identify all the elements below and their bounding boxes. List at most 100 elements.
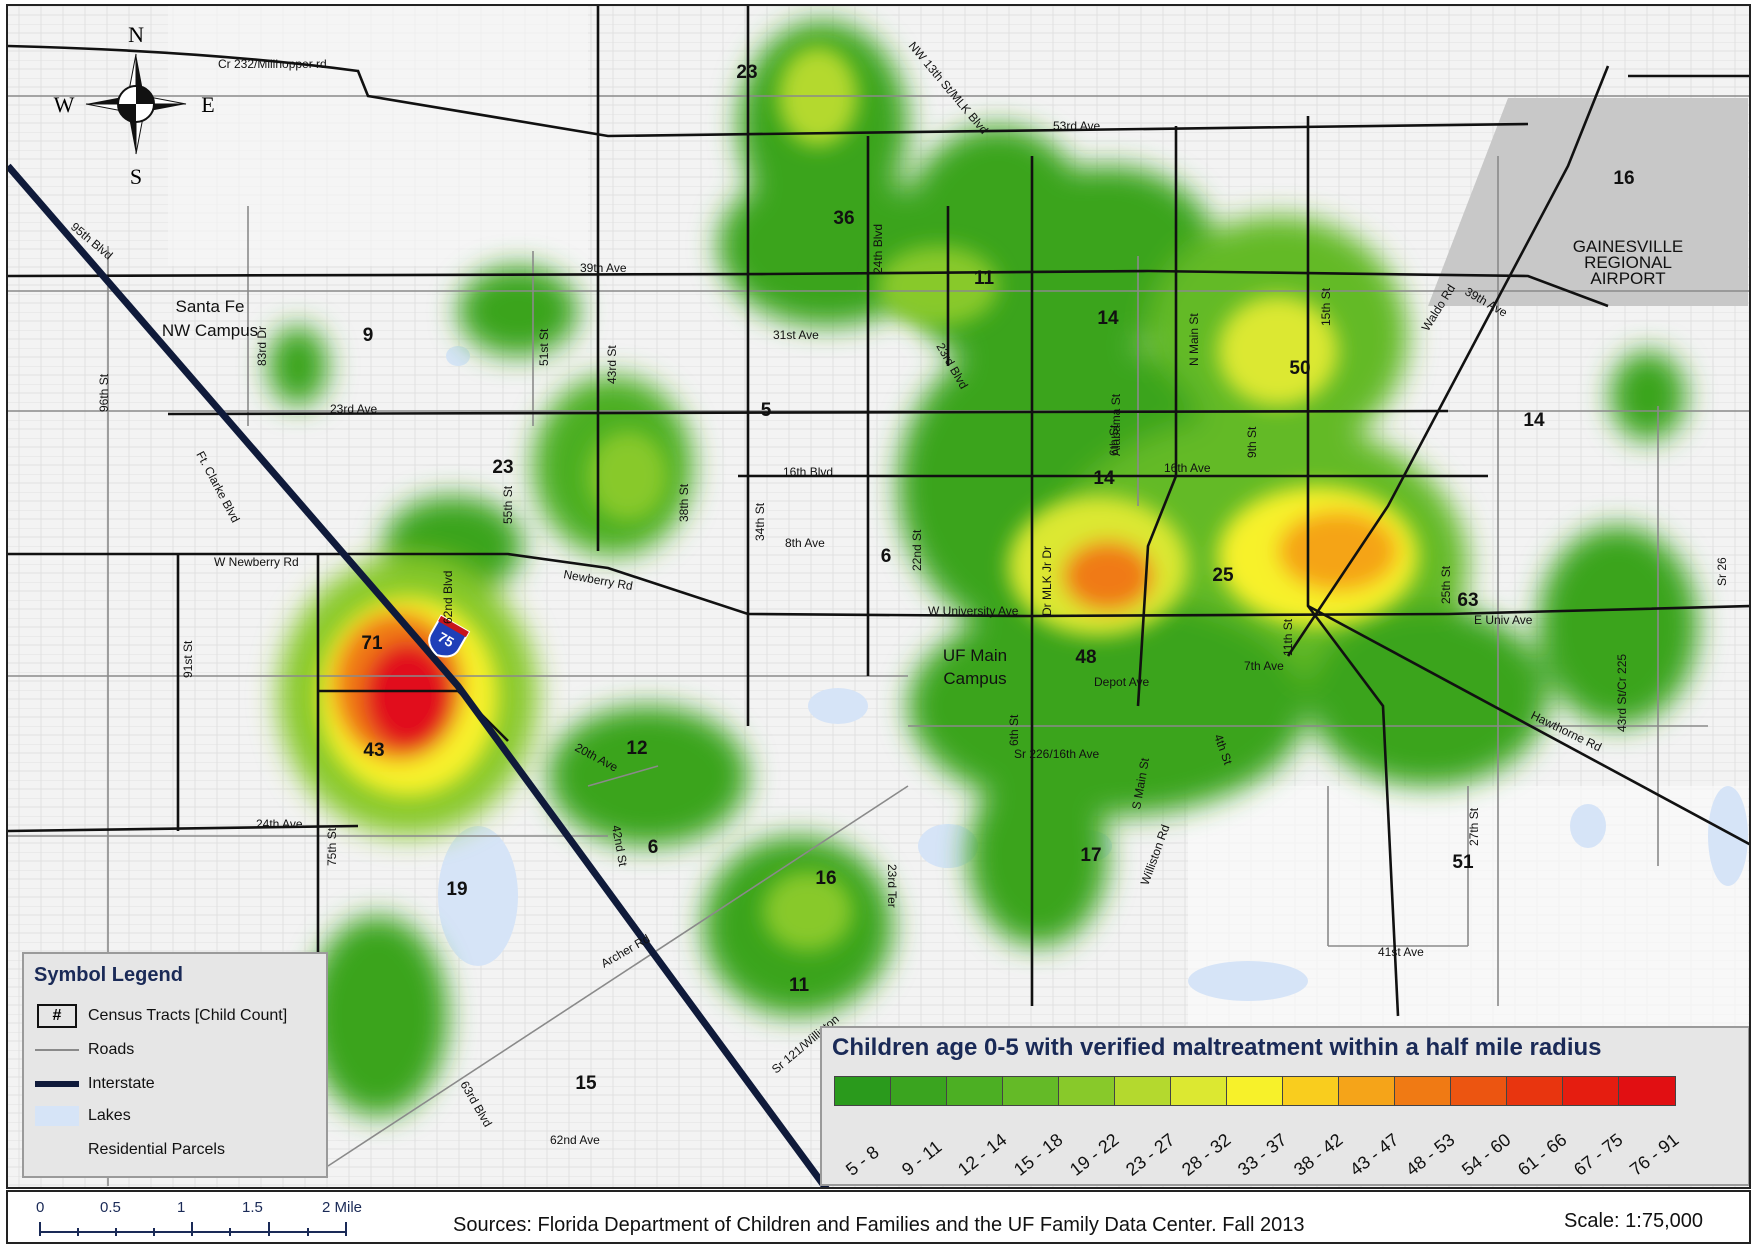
tract-count[interactable]: 71 (361, 633, 383, 654)
road-label: 43rd St (605, 345, 619, 384)
road-label: 31st Ave (773, 328, 819, 342)
legend-label: Lakes (88, 1107, 131, 1124)
heatmap-class-label: 38 - 42 (1290, 1129, 1347, 1180)
heatmap-class-label: 23 - 27 (1122, 1129, 1179, 1180)
map-canvas[interactable]: 75 N S W E Santa Fe NW Campus UF Main Ca… (8, 6, 1751, 1189)
heatmap-swatch (1003, 1077, 1059, 1105)
tract-count[interactable]: 16 (815, 868, 836, 889)
tract-count[interactable]: 14 (1523, 410, 1545, 431)
road-label: 16th Blvd (783, 465, 833, 479)
heatmap-swatch (1059, 1077, 1115, 1105)
heatmap-legend-title: Children age 0-5 with verified maltreatm… (832, 1034, 1602, 1061)
symbol-legend: Symbol Legend # Census Tracts [Child Cou… (22, 952, 328, 1178)
legend-label: Interstate (88, 1075, 155, 1092)
tract-count-labels: 23 9 36 11 14 50 16 14 5 23 14 6 25 63 7… (361, 62, 1634, 1094)
interstate-line-icon (35, 1081, 79, 1087)
tract-count[interactable]: 6 (881, 546, 892, 567)
compass-west: W (54, 92, 75, 117)
tract-count[interactable]: 63 (1457, 590, 1478, 611)
legend-item-census-tracts: # Census Tracts [Child Count] (34, 1002, 287, 1030)
heatmap-class-label: 61 - 66 (1514, 1129, 1571, 1180)
parcel-swatch-icon (35, 1140, 79, 1160)
heatmap-swatch (947, 1077, 1003, 1105)
road-label: 22nd St (910, 529, 924, 571)
tract-count[interactable]: 16 (1613, 168, 1634, 189)
road-label: W Newberry Rd (214, 555, 299, 569)
heatmap-class-label: 48 - 53 (1402, 1129, 1459, 1180)
tract-count[interactable]: 48 (1075, 647, 1096, 668)
heatmap-swatch (835, 1077, 891, 1105)
legend-item-interstate: Interstate (34, 1070, 155, 1098)
scale-tick: 0 (36, 1199, 44, 1216)
road-label: 23rd Ter (885, 864, 899, 908)
heatmap-class-label: 9 - 11 (898, 1136, 946, 1180)
tract-count[interactable]: 23 (492, 457, 513, 478)
place-airport-3: AIRPORT (1590, 269, 1665, 288)
road-label: 9th St (1245, 426, 1259, 458)
tract-count[interactable]: 50 (1289, 358, 1310, 379)
road-label: 23rd Ave (330, 402, 377, 416)
heatmap-class-label: 5 - 8 (842, 1141, 883, 1180)
heatmap-layer (268, 21, 1698, 1116)
tract-count[interactable]: 17 (1080, 845, 1101, 866)
tract-count[interactable]: 51 (1452, 852, 1474, 873)
heatmap-class-label: 54 - 60 (1458, 1129, 1515, 1180)
heatmap-class-label: 67 - 75 (1570, 1129, 1627, 1180)
road-label: Dr MLK Jr Dr (1040, 546, 1054, 616)
place-santa-fe: Santa Fe (176, 297, 245, 316)
tract-count[interactable]: 6 (648, 837, 659, 858)
place-airport-1: GAINESVILLE (1573, 237, 1684, 256)
road-label: 53rd Ave (1053, 119, 1100, 133)
tract-count[interactable]: 14 (1097, 308, 1119, 329)
tract-count[interactable]: 5 (761, 400, 772, 421)
heatmap-legend: Children age 0-5 with verified maltreatm… (820, 1026, 1749, 1186)
tract-count[interactable]: 36 (833, 208, 854, 229)
road-label: N Main St (1187, 313, 1201, 366)
tract-count[interactable]: 25 (1212, 565, 1234, 586)
scale-tick: 1.5 (242, 1199, 263, 1216)
place-nw-campus: NW Campus (162, 321, 258, 340)
tract-count[interactable]: 14 (1093, 468, 1115, 489)
legend-item-lakes: Lakes (34, 1102, 131, 1130)
tract-count[interactable]: 23 (736, 62, 757, 83)
road-label: Depot Ave (1094, 675, 1149, 689)
road-label: 8th Ave (785, 536, 825, 550)
legend-title: Symbol Legend (34, 964, 183, 986)
heatmap-class-label: 12 - 14 (954, 1129, 1011, 1180)
tract-count[interactable]: 9 (363, 325, 374, 346)
heatmap-swatch (1451, 1077, 1507, 1105)
heatmap-swatch (1171, 1077, 1227, 1105)
road-label: 39th Ave (580, 261, 627, 275)
census-tract-boundaries (8, 6, 1749, 1156)
road-label: 38th St (677, 483, 691, 522)
tract-count[interactable]: 43 (363, 740, 384, 761)
legend-label: Census Tracts [Child Count] (88, 1007, 288, 1024)
heatmap-swatch (1283, 1077, 1339, 1105)
compass-north: N (128, 22, 144, 47)
road-label: 34th St (753, 502, 767, 541)
road-label: 6th St (1007, 714, 1021, 746)
road-label: Alabama St (1109, 393, 1123, 456)
tract-count[interactable]: 12 (626, 738, 647, 759)
tract-count[interactable]: 11 (789, 975, 810, 996)
heatmap-swatch (1507, 1077, 1563, 1105)
road-label: Sr 226/16th Ave (1014, 747, 1100, 761)
heatmap-swatch (1395, 1077, 1451, 1105)
road-label: 24th Blvd (871, 224, 885, 274)
heatmap-swatch (1339, 1077, 1395, 1105)
legend-label: Residential Parcels (88, 1141, 225, 1158)
road-label: 96th St (97, 373, 111, 412)
sources-text: Sources: Florida Department of Children … (453, 1214, 1305, 1236)
heatmap-swatch (1227, 1077, 1283, 1105)
map-scale-text: Scale: 1:75,000 (1564, 1210, 1703, 1232)
road-label: 43rd St/Cr 225 (1615, 654, 1629, 732)
heatmap-class-label: 76 - 91 (1626, 1129, 1683, 1180)
road-label: 27th St (1467, 807, 1481, 846)
tract-count[interactable]: 15 (575, 1073, 597, 1094)
tract-count[interactable]: 11 (974, 268, 995, 289)
interstate-75 (8, 163, 830, 1187)
compass-east: E (201, 92, 214, 117)
map-footer: 0 0.5 1 1.5 2 Miles Sources: Florida Dep… (6, 1190, 1751, 1244)
tract-count[interactable]: 19 (446, 879, 467, 900)
heatmap-class-label: 33 - 37 (1234, 1129, 1291, 1180)
